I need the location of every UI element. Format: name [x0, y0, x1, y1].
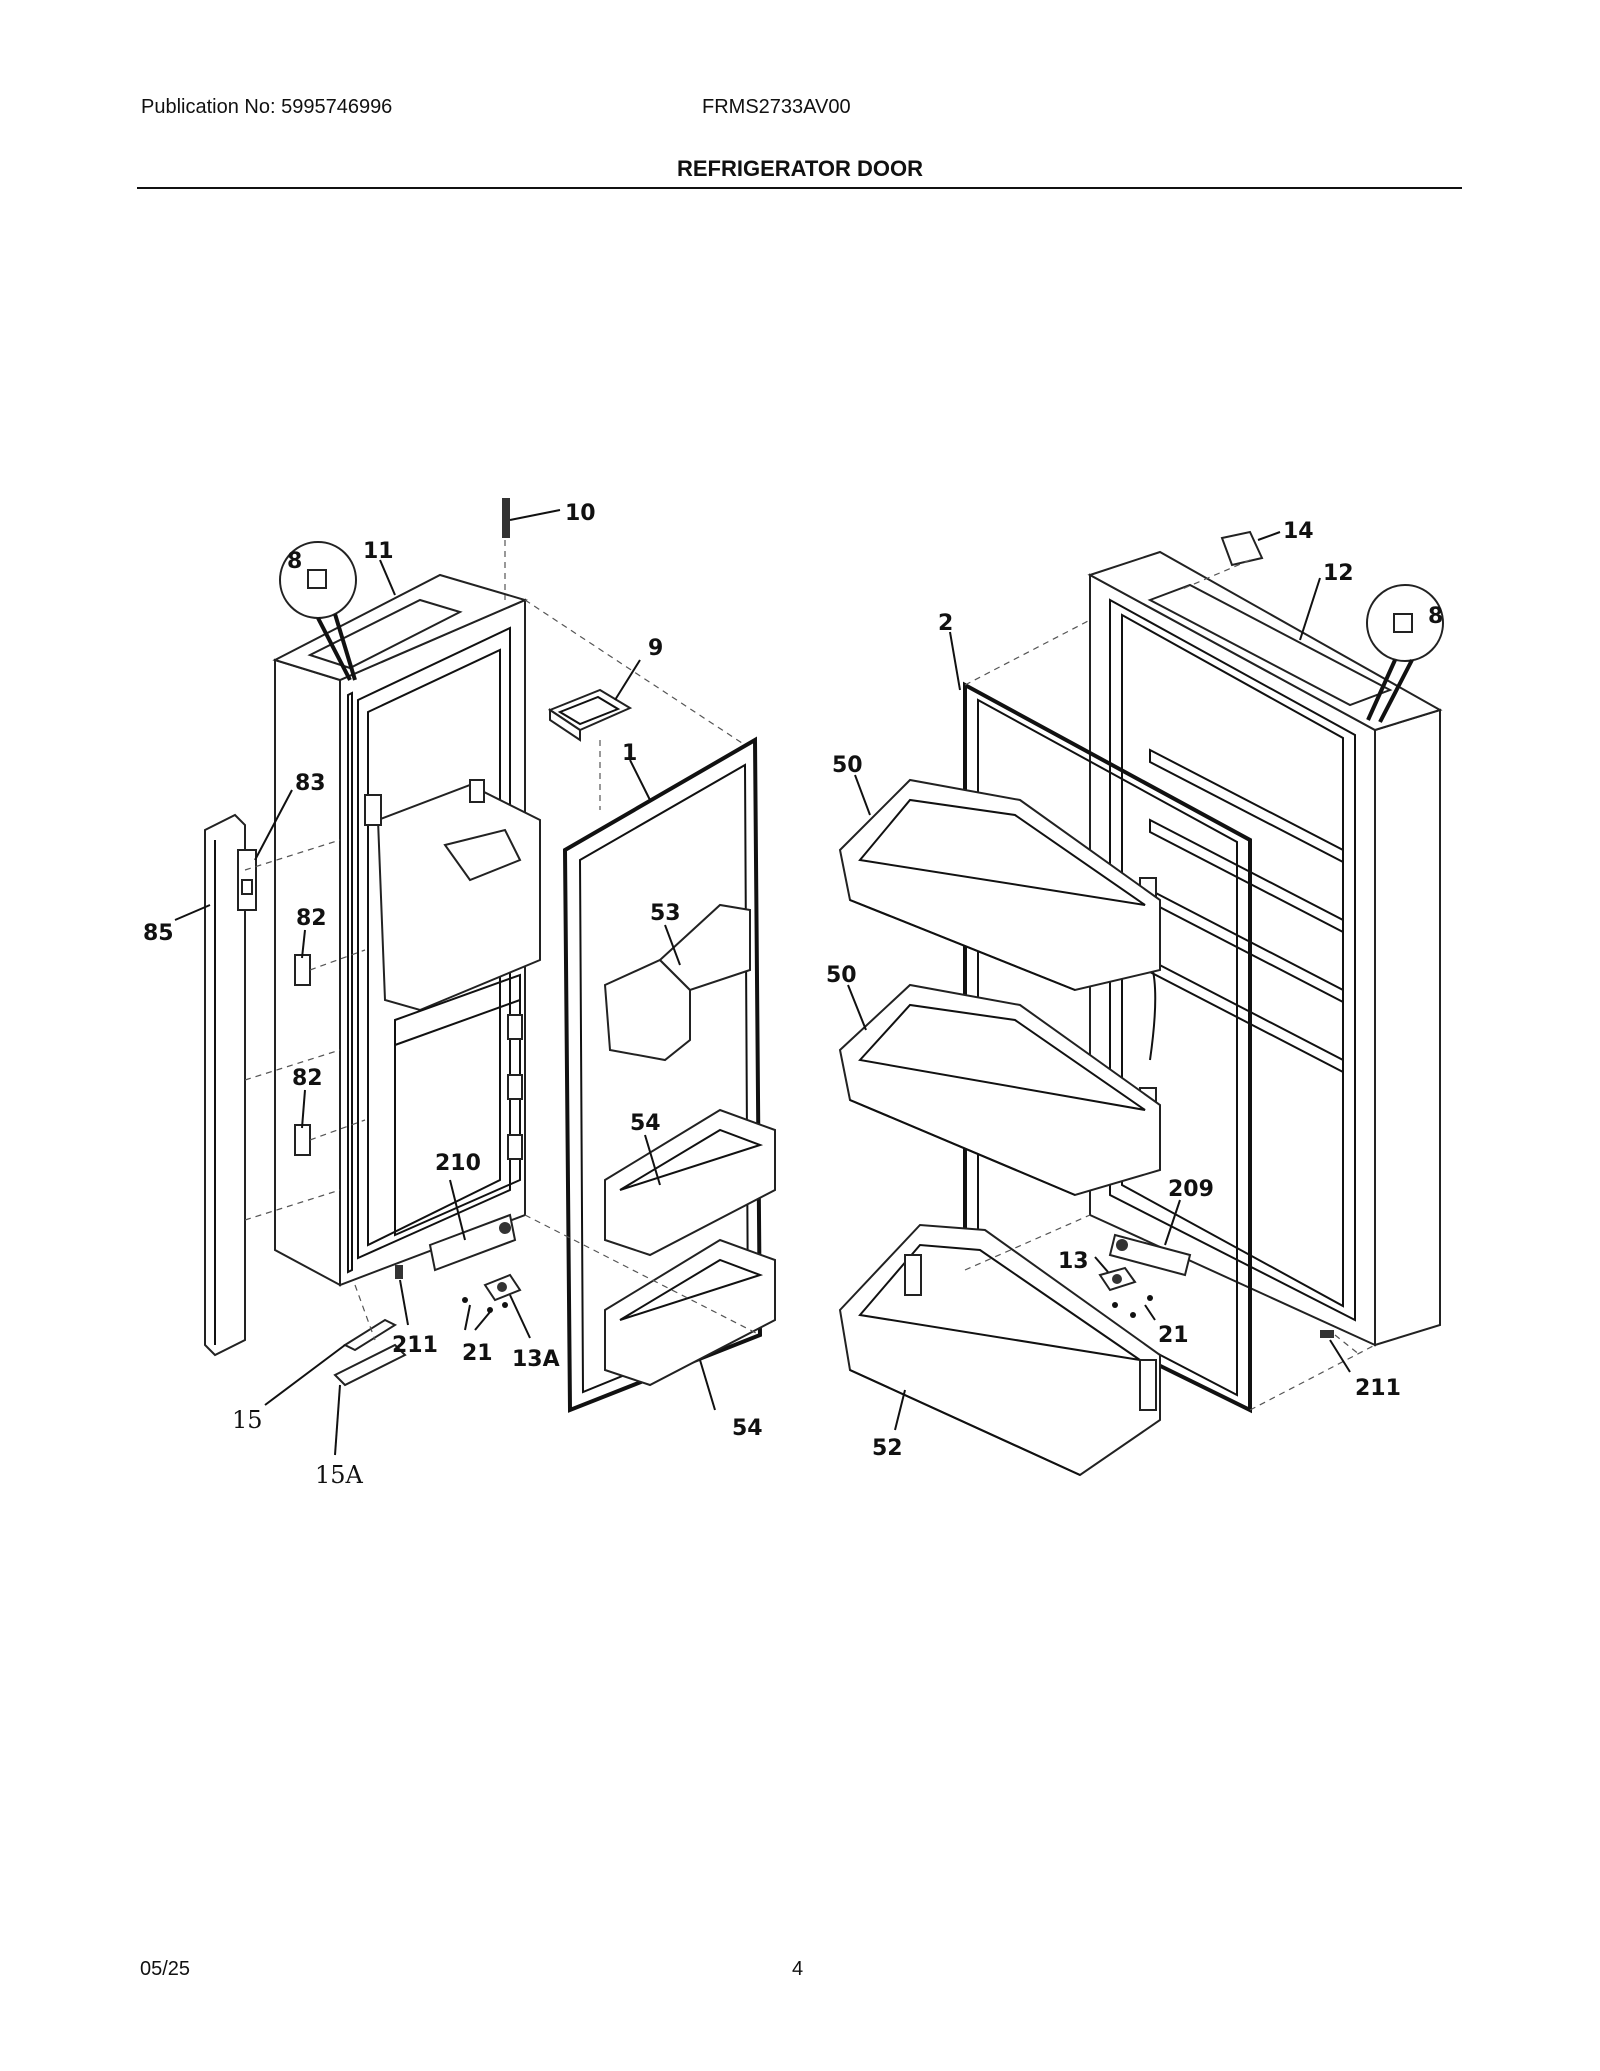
callout-9: 9 [648, 636, 663, 661]
callout-52: 52 [872, 1436, 903, 1461]
callout-210: 210 [435, 1151, 481, 1176]
part-50-upper-bin [838, 778, 1161, 992]
model-number: FRMS2733AV00 [702, 96, 851, 118]
callout-15A: 15A [315, 1461, 364, 1489]
part-83-bracket [237, 849, 257, 911]
part-211-right [1320, 1330, 1334, 1338]
part-54-lower-bin [604, 1238, 776, 1387]
footer-date: 05/25 [140, 1958, 191, 1980]
callout-8-left: 8 [287, 549, 302, 574]
callout-82-upper: 82 [296, 906, 327, 931]
callout-14: 14 [1283, 519, 1314, 544]
header-rule [137, 187, 1462, 189]
callout-54-lower: 54 [732, 1416, 763, 1441]
part-13-cam [1098, 1266, 1137, 1292]
part-53-bin [603, 903, 751, 1062]
page-title: REFRIGERATOR DOOR [676, 156, 924, 181]
part-14-label [1220, 530, 1264, 567]
callout-54-upper: 54 [630, 1111, 661, 1136]
part-50-lower-bin [838, 983, 1161, 1197]
callout-85: 85 [143, 921, 174, 946]
part-10-cartridge [502, 498, 510, 538]
callout-50-lower: 50 [826, 963, 857, 988]
part-52-bottom-bin [838, 1223, 1161, 1477]
callout-10: 10 [565, 501, 596, 526]
callout-21-left: 21 [462, 1341, 493, 1366]
leader-lines [174, 509, 1351, 1456]
callout-50-upper: 50 [832, 753, 863, 778]
part-8-detail-right [1366, 584, 1444, 723]
callout-13A: 13A [512, 1347, 560, 1372]
callout-53: 53 [650, 901, 681, 926]
callout-21-right: 21 [1158, 1323, 1189, 1348]
part-85-strip [204, 813, 246, 1357]
part-54-upper-bin [604, 1108, 776, 1257]
callout-12: 12 [1323, 561, 1354, 586]
callout-2: 2 [938, 611, 953, 636]
part-9-bin [547, 688, 633, 742]
part-13A-cam [483, 1273, 522, 1302]
part-209-hinge [1108, 1233, 1192, 1277]
callout-209: 209 [1168, 1177, 1214, 1202]
part-8-detail-left [279, 541, 357, 681]
callout-13: 13 [1058, 1249, 1089, 1274]
callout-211-right: 211 [1355, 1376, 1401, 1401]
callout-11: 11 [363, 539, 394, 564]
callout-labels: 10 11 8 9 1 83 85 82 82 53 54 54 210 211… [143, 501, 1443, 1489]
callout-15: 15 [232, 1406, 263, 1434]
part-211-left [395, 1265, 403, 1279]
part-21-screws-right [1112, 1295, 1153, 1318]
part-15-cover [342, 1318, 398, 1352]
callout-211-left: 211 [392, 1333, 438, 1358]
publication-number: Publication No: 5995746996 [141, 96, 393, 118]
part-15A-cover [333, 1343, 407, 1387]
callout-1: 1 [622, 741, 637, 766]
assembly-dashed-lines-left [244, 540, 761, 1341]
right-door-assembly [1087, 550, 1443, 1347]
assembly-dashed-lines-right [964, 559, 1376, 1411]
callout-8-right: 8 [1428, 604, 1443, 629]
part-21-screws-left [462, 1297, 508, 1313]
part-210-hinge [428, 1213, 517, 1272]
callout-82-lower: 82 [292, 1066, 323, 1091]
callout-83: 83 [295, 771, 326, 796]
page-number: 4 [792, 1958, 804, 1980]
